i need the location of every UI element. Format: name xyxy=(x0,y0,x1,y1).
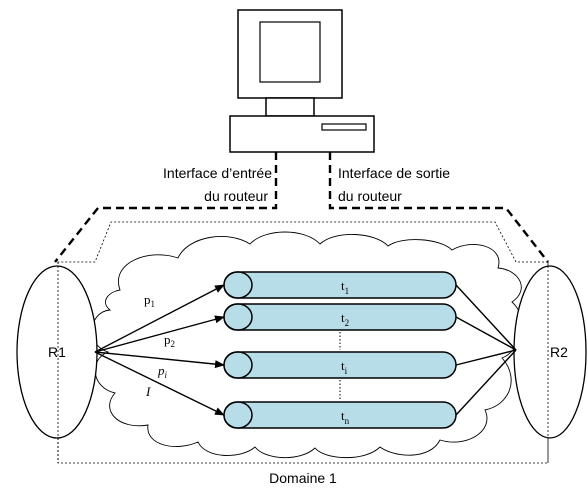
tunnel-ti xyxy=(223,351,457,379)
ingress-arrows xyxy=(94,284,225,416)
input-interface-cable xyxy=(54,152,278,263)
path-p2-label: p2 xyxy=(164,332,175,349)
tunnel-t1 xyxy=(223,271,457,299)
interface-in-line2: du routeur xyxy=(204,188,268,204)
interface-in-line1: Interface d’entrée xyxy=(163,165,272,181)
path-l-label: I xyxy=(145,384,151,399)
egress-lines xyxy=(455,284,517,416)
router-r2-label: R2 xyxy=(550,344,568,360)
tunnel-ti-label: ti xyxy=(341,358,348,376)
domain-boundary xyxy=(57,221,549,464)
tunnel-t1-label: t1 xyxy=(341,278,349,296)
tunnel-tn-label: tn xyxy=(341,408,350,426)
tunnel-tn xyxy=(223,401,457,429)
network-cloud xyxy=(91,231,523,459)
output-interface-cable xyxy=(328,152,549,263)
router-r1-label: R1 xyxy=(48,344,66,360)
path-pi-label: pi xyxy=(157,363,168,380)
domain-label: Domaine 1 xyxy=(269,470,337,486)
computer-icon xyxy=(229,9,375,153)
interface-out-line2: du routeur xyxy=(338,188,402,204)
interface-out-line1: Interface de sortie xyxy=(338,165,450,181)
tunnel-t2-label: t2 xyxy=(341,310,349,328)
path-p1-label: p1 xyxy=(144,292,155,309)
tunnel-t2 xyxy=(223,303,457,331)
